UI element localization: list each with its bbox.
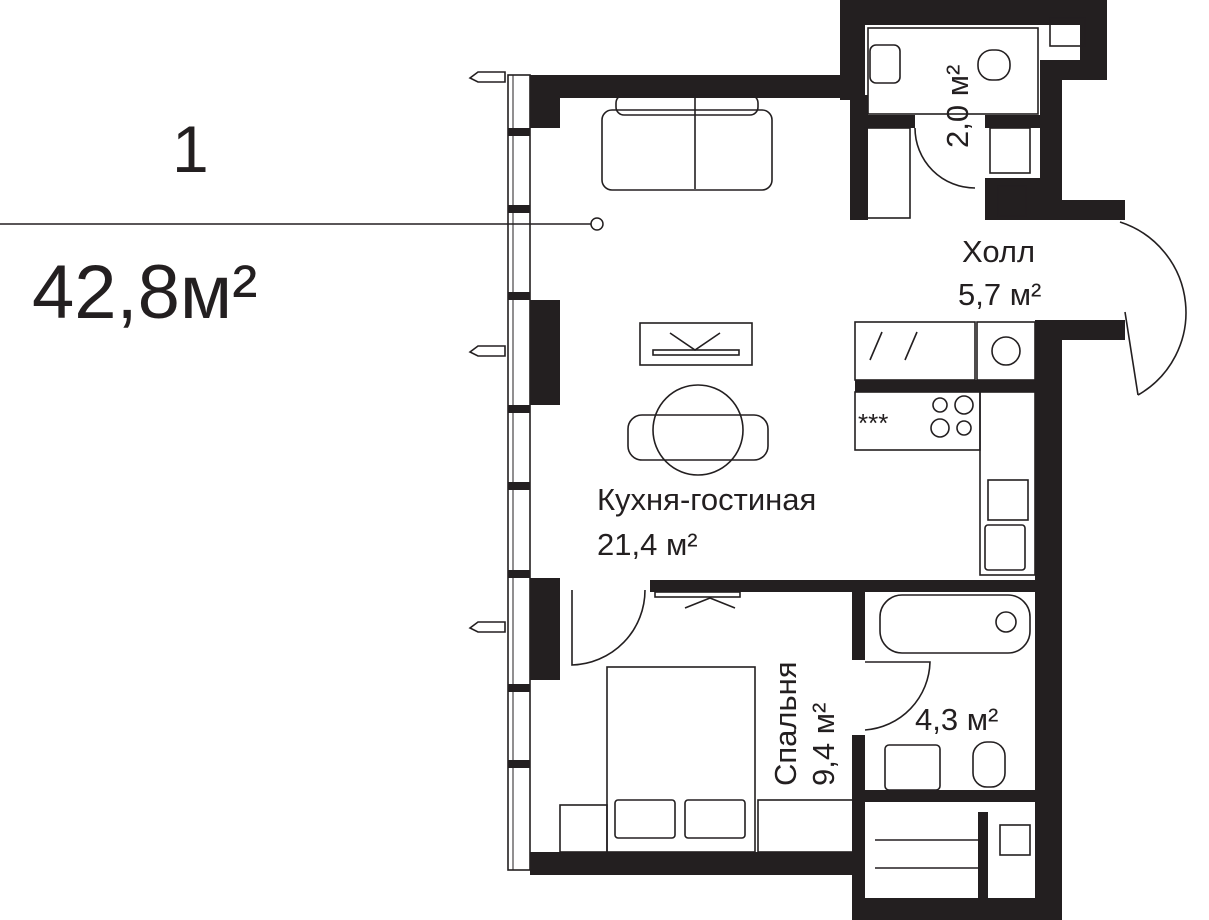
rooms-count: 1 <box>172 112 209 186</box>
kitchen-counter-icon: *** <box>854 391 1036 576</box>
svg-text:***: *** <box>858 408 888 438</box>
total-area: 42,8м² <box>32 250 257 335</box>
hall-area: 5,7 м² <box>958 277 1041 312</box>
bedroom-area: 9,4 м² <box>806 703 841 786</box>
pointer-dot <box>590 217 604 231</box>
bathroom-area: 4,3 м² <box>915 702 998 737</box>
tv-icon <box>639 322 753 366</box>
hall-name: Холл <box>962 234 1035 269</box>
kitchen-living-name: Кухня-гостиная <box>597 482 816 517</box>
wardrobe-hall-icon <box>854 321 1036 381</box>
window-strip <box>468 71 531 871</box>
entrance-door <box>1119 221 1187 396</box>
bedroom-door <box>571 589 741 666</box>
wc-area: 2,0 м² <box>940 65 975 148</box>
dining-table-icon <box>627 384 769 476</box>
kitchen-living-area: 21,4 м² <box>597 527 698 562</box>
bedroom-name: Спальня <box>768 661 803 786</box>
walls <box>530 0 1125 920</box>
storage-shelves-icon <box>875 824 1031 869</box>
bathtub-icon <box>879 594 1031 654</box>
bathroom-fixtures-icon <box>864 661 1006 791</box>
wc-fixtures-icon <box>864 27 1039 219</box>
bed-icon <box>559 666 854 853</box>
sofa-icon <box>601 94 773 191</box>
